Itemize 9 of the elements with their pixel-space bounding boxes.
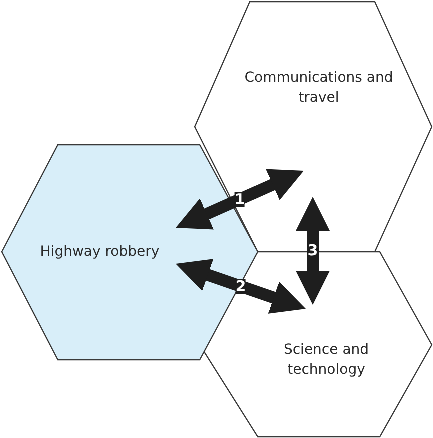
double-arrow: [296, 197, 330, 305]
hexagon-label: Science and technology: [282, 341, 370, 380]
edge-label: 3: [308, 244, 318, 258]
double-arrow: [176, 169, 304, 230]
edge-label: 2: [236, 279, 246, 294]
hexagon-label: Highway robbery: [39, 243, 161, 262]
double-arrow: [176, 259, 306, 314]
hexagon-label: Communications and travel: [244, 69, 394, 108]
edge-label: 1: [234, 192, 246, 207]
